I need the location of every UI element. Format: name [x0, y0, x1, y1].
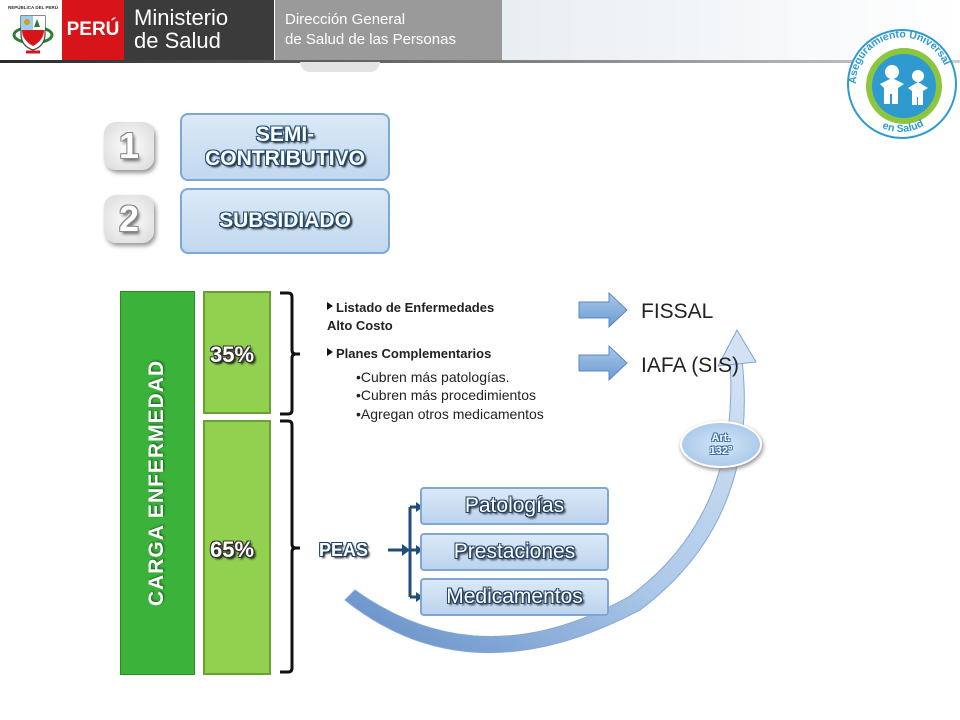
ministry-line1: Ministerio	[134, 5, 229, 30]
list-item-planes: Planes Complementarios	[336, 346, 492, 361]
aseguramiento-logo: Aseguramiento Universal en Salud	[842, 20, 960, 140]
iafa-label: IAFA (SIS)	[641, 354, 740, 377]
semi-contributivo-box: SEMI- CONTRIBUTIVO	[180, 113, 390, 181]
header-divider	[0, 60, 960, 63]
bracket-bottom-lower	[280, 546, 300, 674]
direction-label: Dirección General de Salud de las Person…	[274, 0, 502, 60]
percent-35-bar	[203, 291, 271, 414]
ministry-line2: de Salud	[134, 28, 221, 53]
peas-label: PEAS	[319, 540, 369, 560]
decorative-shape	[300, 62, 380, 72]
semi-contributivo-line1: SEMI-	[255, 123, 315, 146]
coat-of-arms-icon: REPÚBLICA DEL PERÚ	[6, 2, 60, 58]
bracket-top	[280, 291, 300, 356]
list-item-alto-costo-line1: Listado de Enfermedades	[336, 300, 495, 315]
carga-enfermedad-bar	[120, 291, 195, 675]
percent-65-bar	[203, 420, 271, 675]
bracket-bottom	[280, 419, 300, 550]
semi-contributivo-line2: CONTRIBUTIVO	[205, 147, 365, 170]
svg-text:REPÚBLICA DEL PERÚ: REPÚBLICA DEL PERÚ	[8, 4, 58, 10]
percent-35-label: 35%	[210, 342, 255, 367]
country-label: PERÚ	[62, 0, 124, 60]
direction-line1: Dirección General	[285, 11, 406, 28]
article-line1: Art.	[711, 431, 731, 444]
fissal-label: FISSAL	[641, 300, 714, 323]
prestaciones-box: Prestaciones	[420, 533, 609, 571]
sub-item-medicamentos: •Agregan otros medicamentos	[356, 406, 544, 422]
medicamentos-box: Medicamentos	[420, 578, 609, 616]
sub-item-patologias: •Cubren más patologías.	[356, 369, 510, 385]
step-number-2: 2	[104, 195, 154, 243]
percent-65-label: 65%	[210, 537, 255, 562]
bracket-top-lower	[280, 352, 300, 416]
article-badge: Art. 132°	[680, 421, 762, 468]
step-number-1: 1	[104, 122, 154, 170]
curved-arrow-head	[717, 328, 757, 367]
arrow-to-fissal	[578, 291, 628, 329]
list-item-alto-costo-line2: Alto Costo	[327, 318, 393, 333]
ministry-label: Ministerio de Salud	[124, 0, 274, 60]
article-line2: 132°	[709, 444, 733, 457]
direction-line2: de Salud de las Personas	[285, 31, 456, 48]
sub-item-procedimientos: •Cubren más procedimientos	[356, 387, 536, 403]
arrow-to-iafa	[578, 344, 628, 382]
subsidiado-box: SUBSIDIADO	[180, 188, 390, 254]
patologias-box: Patologías	[420, 487, 609, 525]
